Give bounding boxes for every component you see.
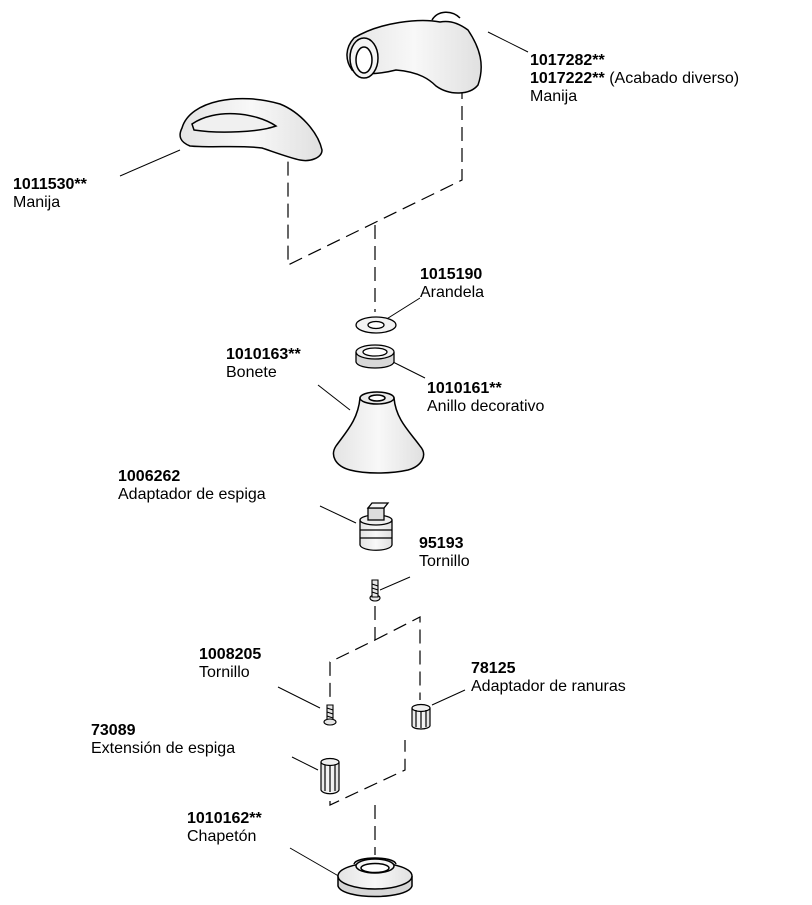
- label-handle-lever: 1017282** 1017222** (Acabado diverso) Ma…: [530, 52, 739, 106]
- label-screw-1008205: 1008205 Tornillo: [199, 646, 261, 682]
- part-number: 1006262: [118, 468, 181, 485]
- label-spline-adapter: 78125 Adaptador de ranuras: [471, 660, 626, 696]
- part-number: 95193: [419, 535, 464, 552]
- stem-adapter-icon: [359, 502, 393, 551]
- label-stem-adapter: 1006262 Adaptador de espiga: [118, 468, 266, 504]
- screw-95193-icon: [369, 579, 381, 602]
- part-number: 73089: [91, 722, 136, 739]
- blade-handle-icon: [179, 97, 323, 162]
- lever-handle-icon: [346, 11, 482, 94]
- part-number: 1017282**: [530, 52, 605, 69]
- part-name: Adaptador de ranuras: [471, 678, 626, 695]
- part-alt-number: 1017222**: [530, 70, 605, 87]
- bonnet-icon: [332, 391, 425, 474]
- part-number: 1010163**: [226, 346, 301, 363]
- stem-extension-icon: [320, 757, 340, 795]
- part-alt-note: (Acabado diverso): [609, 70, 740, 87]
- label-washer: 1015190 Arandela: [420, 266, 484, 302]
- part-number: 78125: [471, 660, 516, 677]
- spline-adapter-icon: [411, 703, 431, 730]
- part-name: Anillo decorativo: [427, 398, 545, 415]
- label-screw-95193: 95193 Tornillo: [419, 535, 470, 571]
- label-escutcheon: 1010162** Chapetón: [187, 810, 262, 846]
- part-name: Tornillo: [199, 664, 250, 681]
- label-handle-blade: 1011530** Manija: [13, 176, 87, 212]
- part-name: Manija: [530, 88, 578, 105]
- label-bonnet: 1010163** Bonete: [226, 346, 301, 382]
- decorative-ring-icon: [355, 344, 395, 369]
- screw-1008205-icon: [323, 704, 337, 726]
- escutcheon-icon: [337, 857, 413, 898]
- label-decorative-ring: 1010161** Anillo decorativo: [427, 380, 544, 416]
- leader-lines: [119, 31, 529, 879]
- part-name: Manija: [13, 194, 61, 211]
- label-stem-extension: 73089 Extensión de espiga: [91, 722, 235, 758]
- part-number: 1010161**: [427, 380, 502, 397]
- part-number: 1015190: [420, 266, 483, 283]
- part-name: Extensión de espiga: [91, 740, 236, 757]
- part-number: 1010162**: [187, 810, 262, 827]
- part-name: Tornillo: [419, 553, 470, 570]
- part-number: 1011530**: [13, 176, 87, 193]
- part-name: Chapetón: [187, 828, 257, 845]
- part-number: 1008205: [199, 646, 262, 663]
- washer-icon: [355, 316, 397, 334]
- part-name: Arandela: [420, 284, 485, 301]
- part-name: Adaptador de espiga: [118, 486, 266, 503]
- part-name: Bonete: [226, 364, 277, 381]
